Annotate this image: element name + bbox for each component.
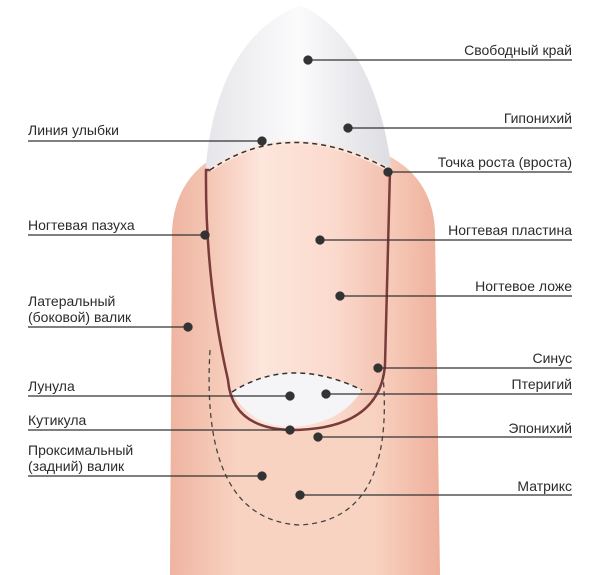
label-hyponychium: Гипонихий (503, 110, 572, 126)
label-lateral-fold-2: (боковой) валик (28, 309, 132, 325)
free-edge (205, 5, 392, 175)
label-lateral-fold-1: Латеральный (28, 293, 116, 309)
label-proximal-fold-2: (задний) валик (28, 458, 125, 474)
label-free-edge: Свободный край (464, 42, 572, 58)
label-matrix: Матрикс (517, 478, 572, 494)
label-pterygium: Птеригий (511, 376, 572, 392)
label-lunula: Лунула (28, 378, 75, 394)
label-nail-bed: Ногтевое ложе (475, 278, 572, 294)
label-nail-sinus: Ногтевая пазуха (28, 217, 135, 233)
label-sinus: Синус (532, 350, 572, 366)
label-cuticle: Кутикула (28, 412, 87, 428)
lunula (232, 372, 362, 427)
leader-lines (28, 55, 572, 500)
label-eponychium: Эпонихий (508, 420, 572, 436)
label-nail-plate: Ногтевая пластина (448, 222, 572, 238)
label-growth-point: Точка роста (вроста) (437, 154, 572, 170)
label-proximal-fold-1: Проксимальный (28, 442, 134, 458)
label-smile-line: Линия улыбки (28, 122, 119, 138)
